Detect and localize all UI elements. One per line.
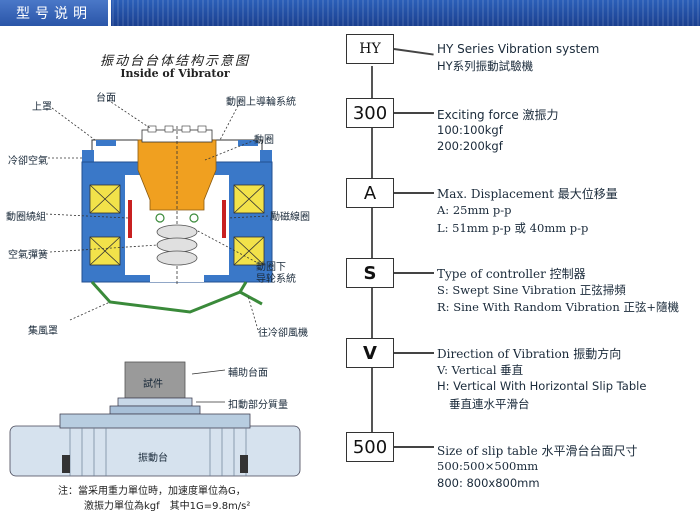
label-upper-guide: 動圈上導輪系統 [226, 97, 296, 108]
spec-force-line-2: 200:200kgf [437, 139, 503, 153]
spec-direction-title: Direction of Vibration 振動方向 [437, 347, 622, 361]
header-banner: 型号说明 [0, 0, 700, 26]
code-box-displacement: A [346, 178, 394, 208]
spec-vertical-line [371, 66, 373, 446]
spec-displacement-title: Max. Displacement 最大位移量 [437, 187, 618, 201]
exhaust-hood [90, 280, 248, 314]
label-horizontal-extension: 扣動部分質量 [228, 400, 288, 411]
header-stripes [112, 0, 700, 26]
code-box-series: HY [346, 34, 394, 64]
note-line-2: 激振力單位為kgf 其中1G=9.8m/s² [84, 501, 251, 512]
label-table-surface: 台面 [96, 93, 116, 104]
header-label: 型号说明 [0, 0, 111, 26]
label-moving-coil: 動圈 [254, 135, 274, 146]
spec-direction-line-2: H: Vertical With Horizontal Slip Table [437, 379, 647, 393]
spec-series-line-1: HY系列振動試驗機 [437, 59, 534, 73]
spec-force-line-1: 100:100kgf [437, 123, 503, 137]
label-lower-guide-1: 動圈下 [256, 262, 286, 273]
code-box-slip-table: 500 [346, 432, 394, 462]
spec-direction-line-1: V: Vertical 垂直 [437, 363, 524, 377]
spec-force-title: Exciting force 激振力 [437, 108, 559, 122]
label-excitation-coil: 勵磁線圈 [270, 212, 310, 223]
spec-slip-title: Size of slip table 水平滑台台面尺寸 [437, 444, 638, 458]
label-exhaust-hood: 集風罩 [28, 326, 58, 337]
label-specimen: 試件 [143, 379, 163, 390]
diagram-title: 振动台台体结构示意图 [99, 54, 250, 69]
cover-right-cap [260, 150, 272, 162]
spec-controller-line-2: R: Sine With Random Vibration 正弦+隨機 [437, 300, 680, 314]
label-cooling-fan: 往冷卻風機 [258, 328, 308, 339]
label-auxiliary-table: 輔助台面 [228, 368, 268, 379]
spec-slip-line-2: 800: 800x800mm [437, 476, 540, 490]
spec-series-title: HY Series Vibration system [437, 42, 600, 56]
code-box-direction: V [346, 338, 394, 368]
code-box-controller: S [346, 258, 394, 288]
spec-slip-line-1: 500:500×500mm [437, 459, 539, 473]
cover-left-cap [82, 150, 94, 162]
note-line-1: 注：當采用重力單位時，加速度單位為G， [58, 486, 246, 497]
spec-controller-title: Type of controller 控制器 [437, 267, 586, 281]
spec-displacement-line-1: A: 25mm p-p [437, 203, 512, 217]
diagram-subtitle: Inside of Vibrator [120, 67, 230, 80]
specimen-block [124, 361, 186, 399]
label-degaussing-coil: 動圈繞組 [6, 212, 46, 223]
armature-shape [137, 139, 217, 211]
drive-coil-left [128, 200, 132, 238]
label-cooling-air: 冷卻空氣 [8, 156, 48, 167]
label-vibration-table: 振動台 [138, 453, 168, 464]
code-box-force: 300 [346, 98, 394, 128]
label-top-cover: 上罩 [32, 102, 52, 113]
spec-displacement-line-2: L: 51mm p-p 或 40mm p-p [437, 221, 589, 235]
spec-direction-line-3: 垂直連水平滑台 [449, 397, 530, 411]
drive-coil-right [222, 200, 226, 238]
auxiliary-table-shape [117, 397, 193, 407]
label-air-spring: 空氣彈簧 [8, 250, 48, 261]
spec-controller-line-1: S: Swept Sine Vibration 正弦掃頻 [437, 283, 626, 297]
label-lower-guide-2: 导轮系統 [256, 274, 296, 285]
